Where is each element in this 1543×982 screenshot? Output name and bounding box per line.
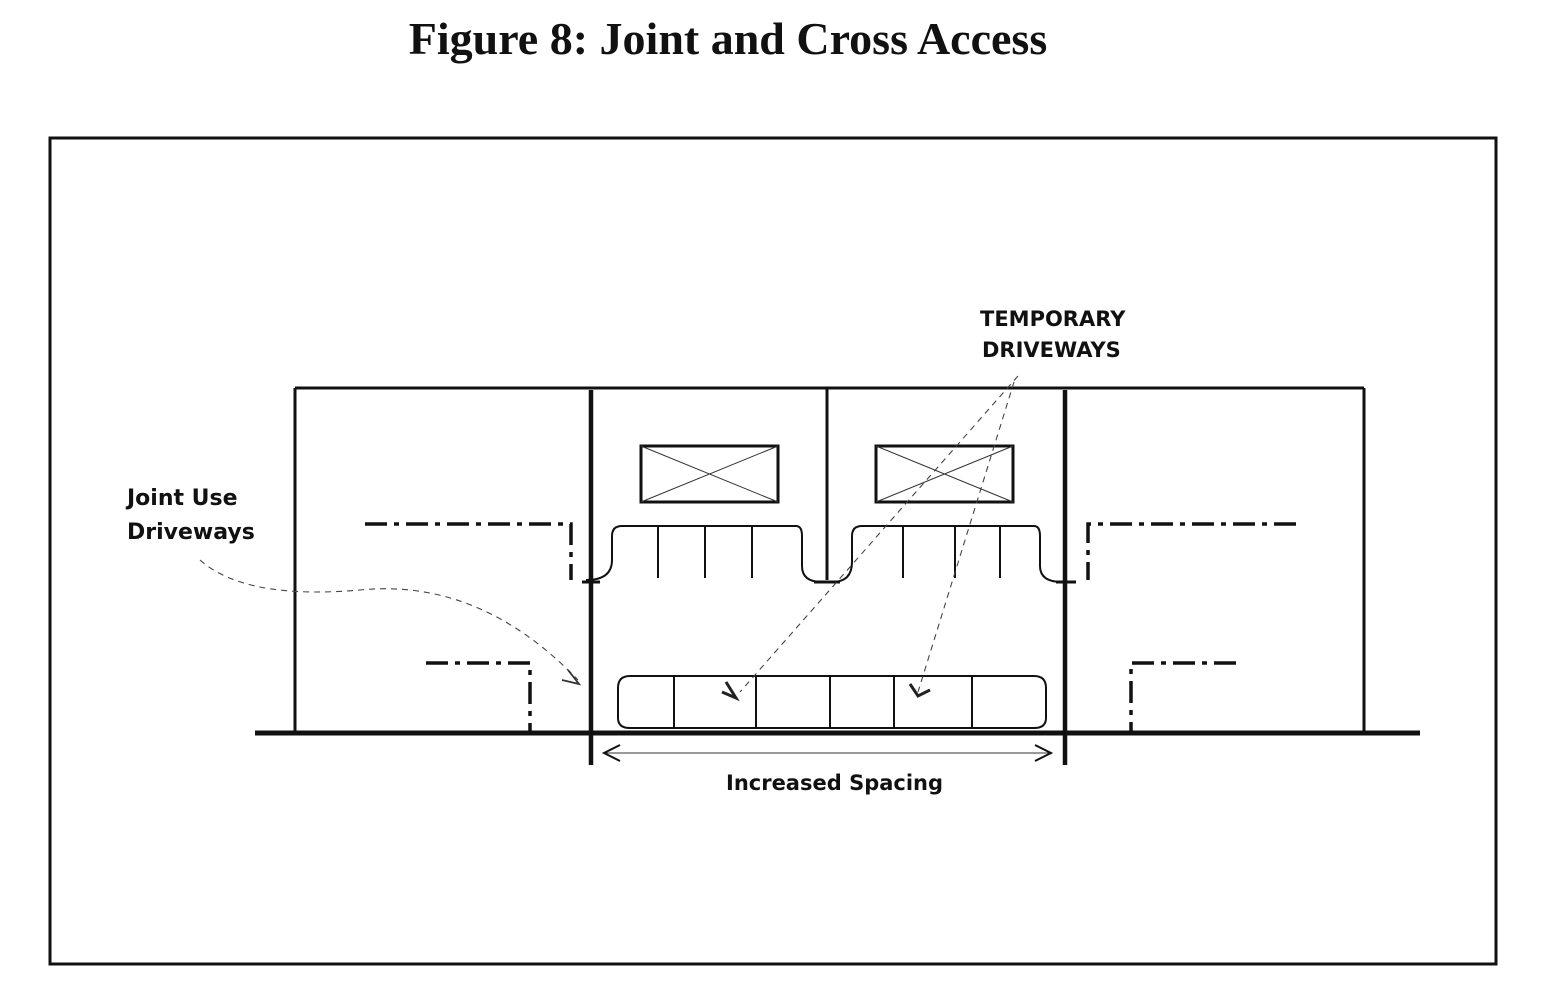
building-right (874, 444, 1015, 504)
joint-use-leader (199, 559, 582, 686)
increased-spacing-dimension (601, 744, 1054, 762)
block-boundary (293, 386, 1366, 733)
figure-title: Figure 8: Joint and Cross Access (408, 13, 1048, 64)
label-temporary-line1: TEMPORARY (980, 307, 1126, 331)
label-temporary-line2: DRIVEWAYS (982, 338, 1121, 362)
label-joint-use-line2: Driveways (127, 520, 255, 545)
parking-lot-right (831, 525, 1063, 583)
label-increased-spacing: Increased Spacing (726, 771, 943, 795)
setback-lines (365, 522, 1296, 733)
temporary-driveways-leaders (721, 375, 1019, 702)
figure-frame (48, 136, 1498, 966)
parking-lot-left (585, 525, 823, 583)
building-left (639, 444, 780, 504)
label-joint-use-line1: Joint Use (125, 486, 238, 511)
frontage-parking (617, 675, 1047, 729)
